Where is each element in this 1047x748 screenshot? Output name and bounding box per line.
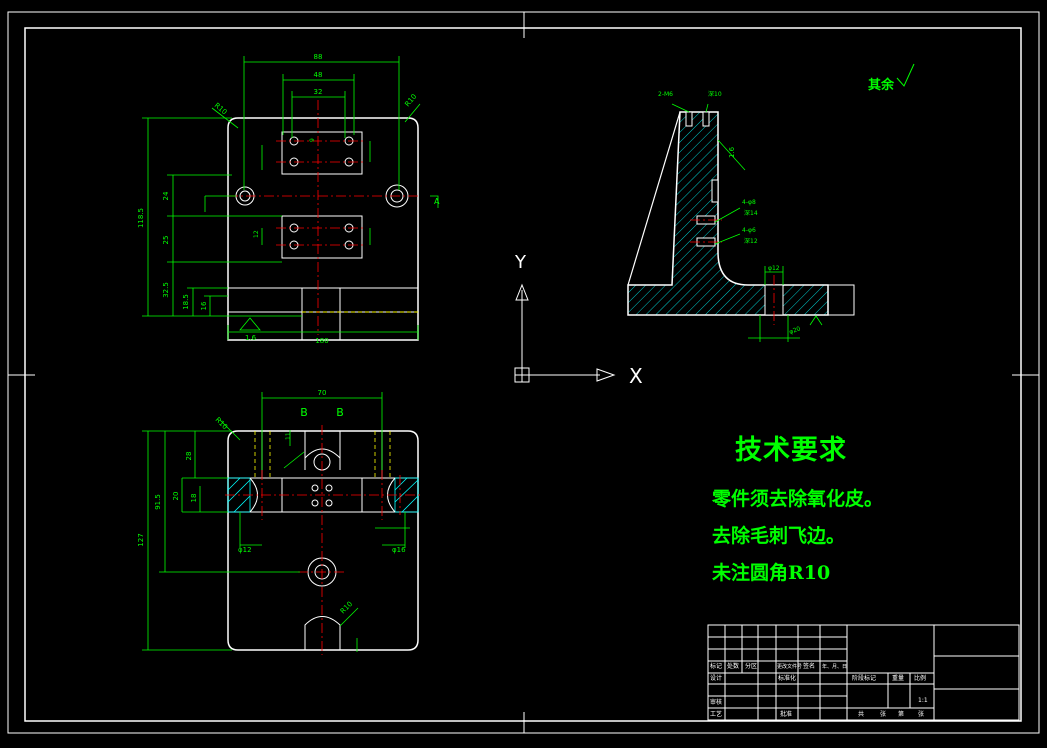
bottom-view-dimensions [142,392,410,652]
side-roughness: 1.6 [728,146,736,158]
axis-x-label: X [629,364,643,388]
tb-stage-mark: 阶段标记 [852,675,877,682]
top-view-centerlines [228,100,418,335]
dim-18-5: 18.5 [182,294,190,310]
tech-req-line-3: 未注圆角R10 [712,562,831,584]
tech-req-line-1: 零件须去除氧化皮。 [712,488,884,510]
side-dia-20: φ20 [788,325,801,336]
tb-sheet-word-2: 张 [918,711,925,718]
dim-r10-right: R10 [403,93,418,109]
dim-r10-bottom-bottom-view: R10 [339,600,354,615]
tb-zone: 分区 [745,663,758,670]
ucs-icon [514,283,616,383]
tb-scale: 比例 [914,675,927,682]
side-section-view: 2-M6 深10 1.6 4-φ8 深14 4-φ6 深12 φ12 φ20 [627,90,855,342]
top-plate-lower [281,215,363,259]
axis-y-label: Y [515,252,526,273]
dim-32-5: 32.5 [162,282,170,298]
side-view-dimensions [671,103,823,342]
dim-28: 28 [185,452,193,461]
tb-sheet-no: 第 [898,711,905,718]
dim-127: 127 [137,533,145,546]
tb-weight: 重量 [892,675,905,682]
tb-sheet-word: 张 [880,711,887,718]
side-dia-12: φ12 [768,265,780,272]
dim-16: 16 [200,301,208,310]
technical-requirements-title: 技术要求 [735,435,847,466]
title-block [707,624,1020,721]
top-plate-upper [281,131,363,175]
dim-118-5: 118.5 [137,208,145,228]
dim-phi12-bottom: φ12 [238,546,252,554]
side-hole-a: 4-φ8 [742,199,756,206]
tb-design: 设计 [710,675,723,682]
tb-sign: 签名 [803,663,816,670]
section-a: A [434,197,440,206]
side-thread-depth: 深10 [708,90,722,98]
roughness-left: 1.6 [245,334,257,342]
tb-process: 工艺 [710,711,723,718]
dim-18: 18 [190,494,198,503]
tb-review: 审核 [710,699,723,706]
dim-91-5: 91.5 [154,494,162,510]
dim-32: 32 [314,88,323,96]
dim-r10-top-bottom-view: R10 [214,416,229,431]
tb-date: 年、月、日 [822,664,848,670]
roughness-note: 其余 [868,78,895,93]
dim-24: 24 [162,191,170,200]
bottom-view-outline [227,430,419,651]
tech-req-line-2: 去除毛刺飞边。 [712,525,846,547]
dim-70: 70 [318,389,327,397]
dim-48: 48 [314,71,323,79]
top-view-dimensions [142,56,439,340]
dim-180: 180 [315,337,328,345]
bottom-view: 70 B B 127 91.5 28 20 18 φ12 φ16 R10 R10… [137,389,420,655]
dim-88: 88 [314,53,323,61]
dim-25: 25 [162,236,170,245]
dim-11: 11 [285,432,292,440]
side-depth-b: 深12 [744,237,758,245]
tb-standardize: 标准化 [778,675,797,682]
side-hole-b: 4-φ6 [742,227,756,234]
dim-12: 12 [253,230,260,238]
dim-20: 20 [172,492,180,501]
tb-change-doc: 更改文件号 [777,664,803,670]
tb-scale-value: 1:1 [918,697,928,704]
dim-phi16-bottom: φ16 [392,546,406,554]
roughness-symbol [896,63,915,87]
section-b-right: B [336,406,344,419]
top-view: 88 48 32 118.5 24 25 32.5 18.5 16 180 R1… [137,53,440,345]
tb-sheet-total: 共 [858,711,865,718]
side-depth-a: 深14 [744,209,758,217]
side-section-body [627,111,829,316]
bottom-view-centerlines [225,425,420,655]
dim-9: 9 [309,138,316,142]
side-rib [627,111,681,286]
tb-approve: 批准 [780,711,793,718]
top-view-outline [227,117,419,341]
section-b-left: B [300,406,308,419]
side-hole-note: 2-M6 [658,91,673,98]
tb-count: 处数 [727,663,740,670]
tb-mark: 标记 [710,663,723,670]
centering-marks [8,12,1039,733]
